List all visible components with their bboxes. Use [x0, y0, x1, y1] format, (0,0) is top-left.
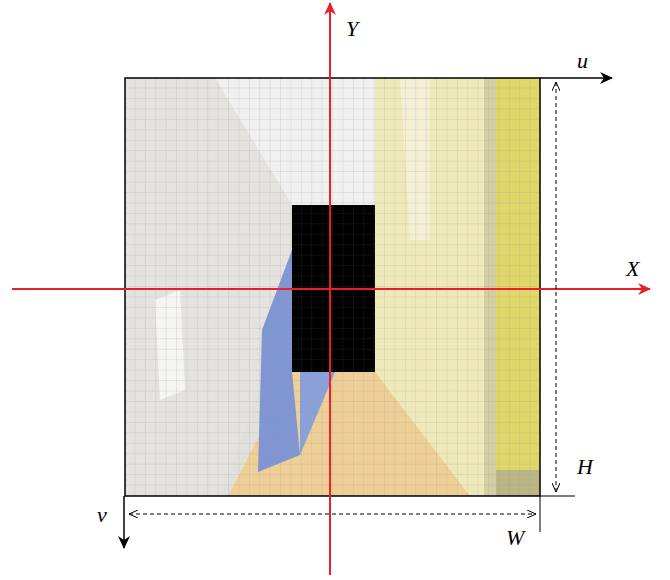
u-axis [540, 77, 612, 79]
axis-label: u [577, 50, 588, 72]
axis-label: Y [346, 18, 358, 40]
extension-line [540, 496, 541, 532]
dimension-label: W [506, 527, 524, 549]
height-dimension [556, 82, 557, 492]
axis-label: v [97, 504, 107, 526]
axis-label: X [626, 258, 639, 280]
extension-line [540, 496, 575, 497]
y-axis [329, 3, 331, 575]
camera-image [125, 78, 540, 496]
image-border [125, 78, 540, 496]
dimension-label: H [577, 456, 593, 478]
v-axis [123, 496, 125, 548]
width-dimension [129, 514, 536, 515]
